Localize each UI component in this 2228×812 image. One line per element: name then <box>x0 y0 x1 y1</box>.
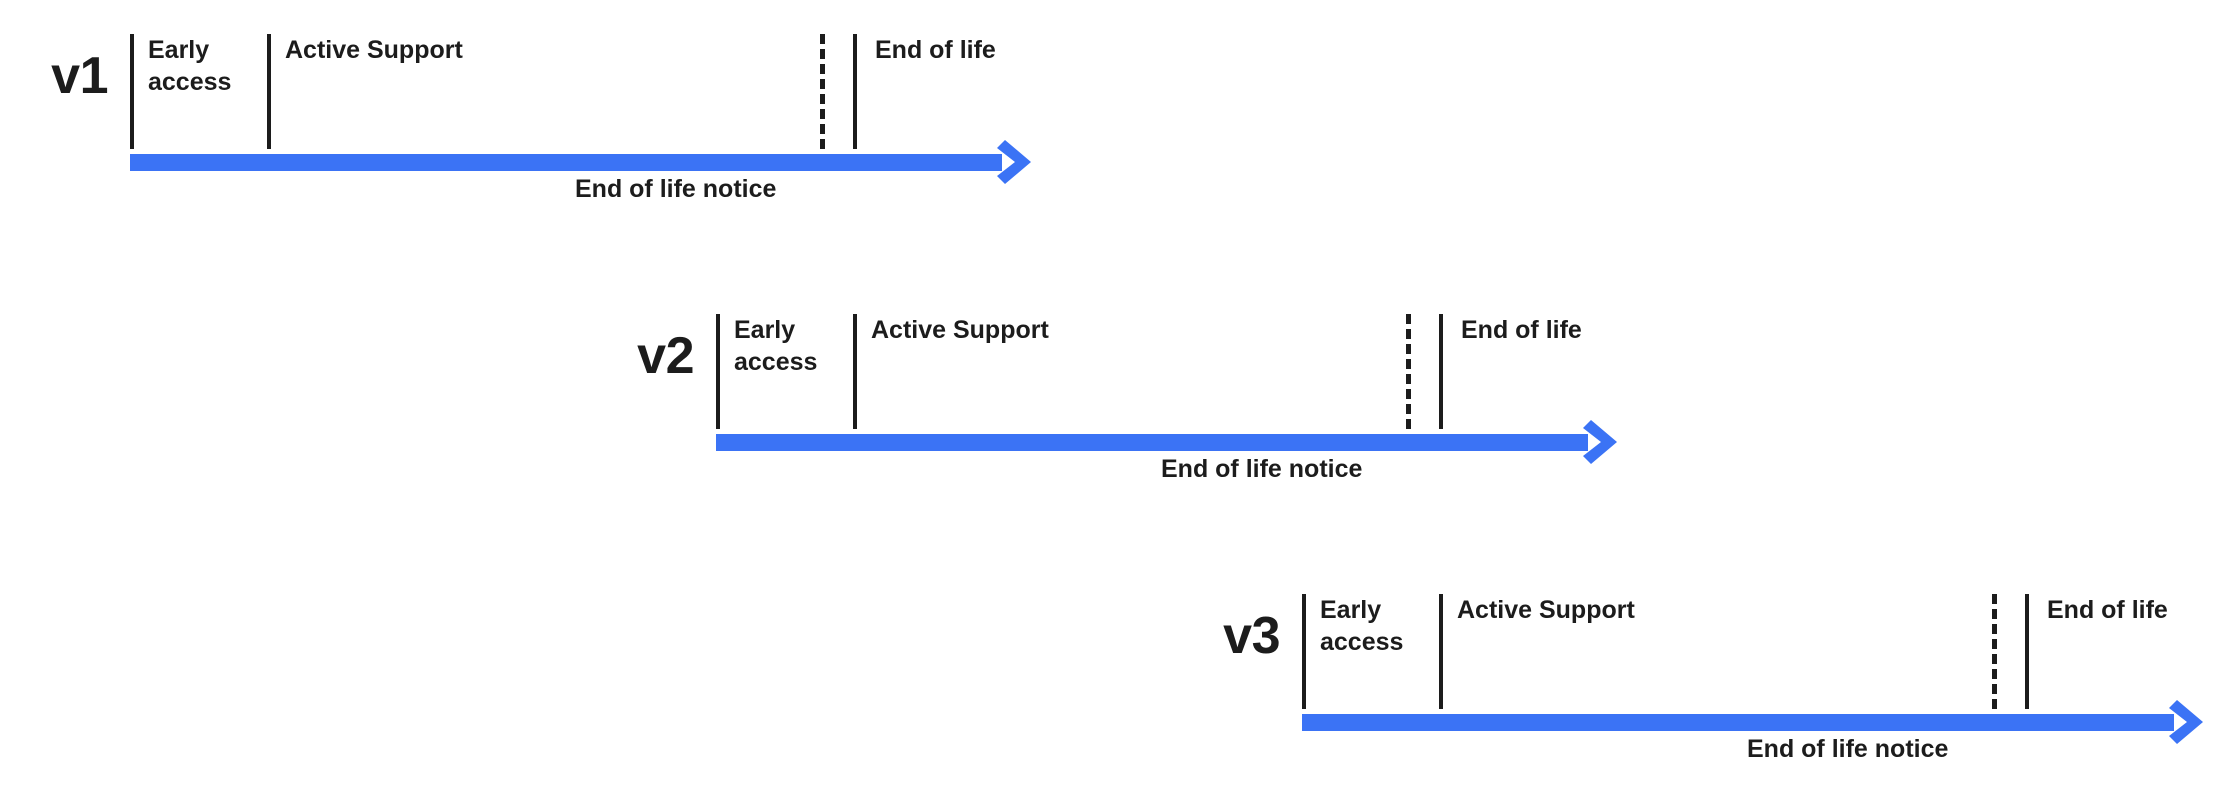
phase-label-end-of-life-v1: End of life <box>875 36 996 64</box>
notice-label-v1: End of life notice <box>575 175 777 203</box>
notice-label-v3: End of life notice <box>1747 735 1949 763</box>
phase-label-end-of-life-v3: End of life <box>2047 596 2168 624</box>
phase-label-active-support-v1: Active Support <box>285 36 463 64</box>
phase-rule-start-v2 <box>716 314 720 429</box>
lifecycle-bar-fill-v2 <box>716 434 1588 451</box>
phase-label-early-access-v2: Early access <box>734 316 818 376</box>
phase-label-active-support-v3: Active Support <box>1457 596 1635 624</box>
timeline-row-v2: v2 Early access Active Support End of li… <box>604 294 1664 494</box>
phase-rule-active-support-v3 <box>1439 594 1443 709</box>
phase-label-early-access-v3: Early access <box>1320 596 1404 656</box>
version-label-v1: v1 <box>51 47 108 105</box>
phase-rule-active-support-v2 <box>853 314 857 429</box>
phase-rule-end-of-life-v1 <box>853 34 857 149</box>
timeline-row-v3: v3 Early access Active Support End of li… <box>1190 574 2228 774</box>
phase-band-v2: Early access Active Support End of life <box>716 294 1656 429</box>
version-label-v2: v2 <box>637 327 694 385</box>
lifecycle-bar-fill-v3 <box>1302 714 2174 731</box>
phase-rule-notice-v1 <box>820 34 825 149</box>
phase-label-active-support-v2: Active Support <box>871 316 1049 344</box>
lifecycle-bar-v2 <box>716 412 1661 472</box>
arrow-right-icon <box>985 132 1045 192</box>
phase-band-v1: Early access Active Support End of life <box>130 14 1070 149</box>
phase-rule-end-of-life-v3 <box>2025 594 2029 709</box>
phase-rule-end-of-life-v2 <box>1439 314 1443 429</box>
phase-label-end-of-life-v2: End of life <box>1461 316 1582 344</box>
timeline-row-v1: v1 Early access Active Support End of li… <box>18 14 1078 214</box>
lifecycle-bar-fill-v1 <box>130 154 1002 171</box>
arrow-right-icon <box>1571 412 1631 472</box>
version-label-v3: v3 <box>1223 607 1280 665</box>
phase-rule-start-v3 <box>1302 594 1306 709</box>
phase-rule-notice-v2 <box>1406 314 1411 429</box>
phase-rule-notice-v3 <box>1992 594 1997 709</box>
lifecycle-bar-v3 <box>1302 692 2228 752</box>
notice-label-v2: End of life notice <box>1161 455 1363 483</box>
lifecycle-bar-v1 <box>130 132 1075 192</box>
phase-band-v3: Early access Active Support End of life <box>1302 574 2228 709</box>
phase-rule-active-support-v1 <box>267 34 271 149</box>
phase-rule-start-v1 <box>130 34 134 149</box>
arrow-right-icon <box>2157 692 2217 752</box>
phase-label-early-access-v1: Early access <box>148 36 232 96</box>
